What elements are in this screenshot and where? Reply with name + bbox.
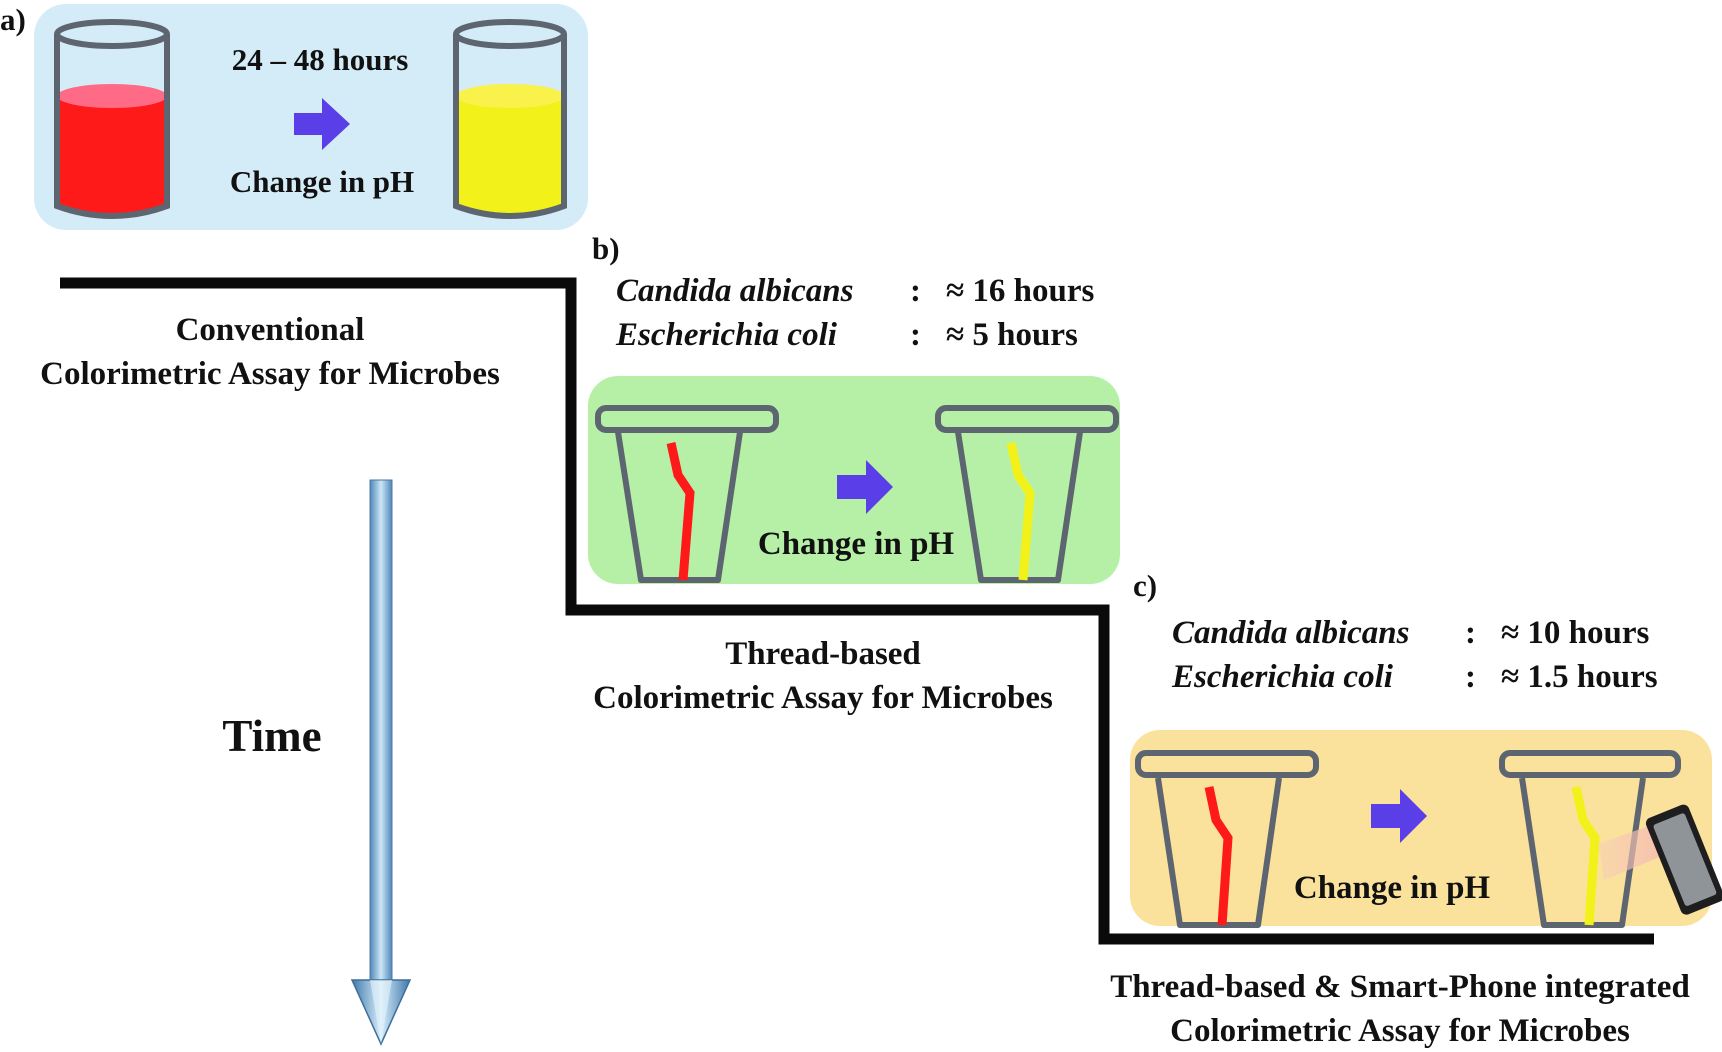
panel-c-species2-name: Escherichia coli — [1171, 659, 1394, 695]
panel-c-species1-name: Candida albicans — [1172, 615, 1409, 651]
conventional-caption-line1: Conventional — [176, 312, 365, 348]
panel-a-letter: a) — [0, 2, 26, 37]
panel-b-species1-name: Candida albicans — [616, 273, 853, 309]
cup-red-thread — [595, 405, 779, 583]
beaker-yellow — [453, 19, 567, 219]
panel-c-species2-time: ≈ 1.5 hours — [1501, 659, 1658, 695]
time-label: Time — [222, 711, 321, 761]
panel-c-change-arrow-icon — [1371, 789, 1427, 843]
change-label: Change in pH — [230, 164, 414, 199]
panel-c-species1-time: ≈ 10 hours — [1501, 615, 1649, 651]
smartphone-caption-line2: Colorimetric Assay for Microbes — [1170, 1013, 1630, 1049]
panel-b-species2-name: Escherichia coli — [615, 317, 838, 353]
panel-c-background — [1130, 730, 1712, 926]
panel-b-species1-sep: : — [910, 273, 921, 309]
thread-caption-line2: Colorimetric Assay for Microbes — [593, 680, 1053, 716]
panel-b: b) Candida albicans : ≈ 16 hours Escheri… — [588, 231, 1120, 716]
smartphone-caption-line1: Thread-based & Smart-Phone integrated — [1110, 969, 1690, 1005]
panel-a: 24 – 48 hours Change in pH a) — [0, 2, 588, 230]
panel-b-species2-sep: : — [910, 317, 921, 353]
panel-c-species2-sep: : — [1465, 659, 1476, 695]
beaker-red — [54, 19, 170, 219]
panel-b-change-arrow-icon — [837, 460, 893, 514]
change-arrow-icon — [294, 98, 350, 150]
conventional-caption-line2: Colorimetric Assay for Microbes — [40, 356, 500, 392]
panel-b-letter: b) — [592, 231, 620, 266]
time-arrow — [350, 479, 412, 1046]
cup-red-thread-c — [1135, 750, 1319, 928]
panel-c-change-label: Change in pH — [1294, 870, 1491, 906]
panel-b-species1-time: ≈ 16 hours — [946, 273, 1094, 309]
panel-c-species1-sep: : — [1465, 615, 1476, 651]
panel-b-change-label: Change in pH — [758, 526, 955, 562]
duration-label: 24 – 48 hours — [232, 42, 409, 77]
panel-b-species2-time: ≈ 5 hours — [946, 317, 1078, 353]
cup-yellow-thread-c — [1499, 750, 1681, 928]
smartphone-icon — [1645, 804, 1722, 915]
timeline-steps — [60, 277, 1654, 945]
cup-yellow-thread — [935, 405, 1119, 583]
panel-c-letter: c) — [1133, 568, 1157, 603]
thread-caption-line1: Thread-based — [725, 636, 921, 672]
panel-c: c) Candida albicans : ≈ 10 hours Escheri… — [1110, 568, 1722, 1049]
